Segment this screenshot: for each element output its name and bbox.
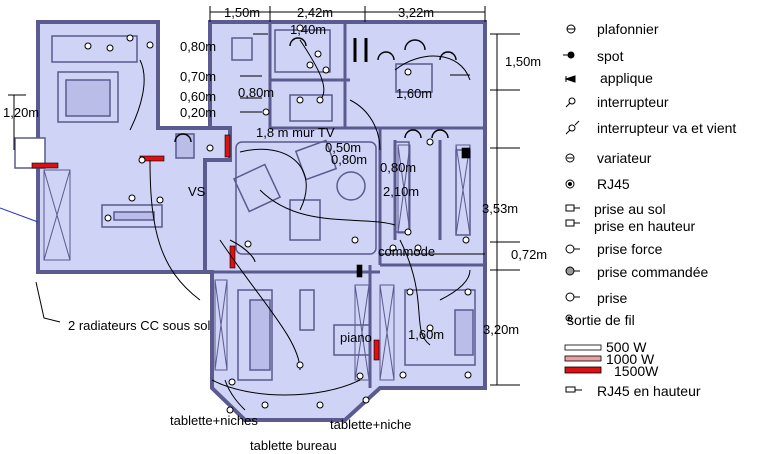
wiring [129,39,471,411]
radiator-legend [564,344,602,374]
legend-prise-force: prise force [597,241,663,257]
dim-top-2: 2,42m [297,5,333,20]
legend-prise: prise [597,290,628,306]
legend: plafonnier spot applique interrupteur in… [563,21,736,399]
label-piano: piano [340,330,372,345]
wall-light-icon [564,75,576,83]
label-tablette-niches: tablette+niches [170,413,258,428]
legend-plafonnier: plafonnier [597,21,659,37]
fixtures [84,24,472,414]
dim-inner-9: 0,80m [331,152,367,167]
dim-inner-12: 1,60m [408,327,444,342]
dimmer-icon [565,153,575,163]
dim-inner-6: 1,60m [396,86,432,101]
spot-icon [563,51,575,59]
radiator-500w-swatch [564,344,602,351]
radiator-1500w-swatch [564,366,602,374]
legend-prise-au-sol: prise au sol [594,201,666,217]
switch-icon [565,97,576,108]
power-socket-icon [565,244,580,254]
legend-interrupteur-va-et-vient: interrupteur va et vient [597,120,736,136]
ceiling-light-icon [566,24,576,34]
dim-right-2: 3,53m [482,201,518,216]
legend-spot: spot [597,48,624,64]
radiator-1000w-swatch [564,355,602,362]
label-tablette-bureau: tablette bureau [250,438,337,453]
legend-sortie-de-fil: sortie de fil [567,312,635,328]
legend-500w: 500 W [606,339,647,355]
rj45-icon [565,179,575,189]
legend-1000w: 1000 W [606,351,655,367]
cupboards [43,144,471,381]
leader-line [35,281,61,323]
legend-prise-en-hauteur: prise en hauteur [594,218,696,234]
socket-icon [565,292,580,302]
dim-inner-10: 0,80m [380,160,416,175]
radiators [31,134,471,361]
legend-interrupteur: interrupteur [597,94,669,110]
legend-1500w: 1500W [614,363,659,379]
plan-labels: VS commode piano 2 radiateurs CC sous so… [68,184,435,453]
external-line [0,207,39,223]
dimension-lines [8,6,520,386]
dimension-labels: 1,50m 2,42m 3,22m 1,40m 1,50m 3,53m 0,72… [3,5,547,342]
dim-top-small: 1,40m [290,22,326,37]
dim-inner-5: 0,80m [238,85,274,100]
dim-top-1: 1,50m [224,5,260,20]
legend-prise-commandee: prise commandée [597,264,708,280]
dim-inner-2: 0,70m [180,69,216,84]
dim-top-3: 3,22m [398,5,434,20]
dim-left-1: 1,20m [3,105,39,120]
high-socket-icon [565,219,580,227]
arc-fixtures [174,37,457,143]
dim-inner-11: 2,10m [383,184,419,199]
legend-rj45-en-hauteur: RJ45 en hauteur [597,383,701,399]
wire-outlet-icon [565,314,573,322]
dim-right-3: 0,72m [511,247,547,262]
two-way-switch-icon [565,120,580,135]
dim-inner-3: 0,60m [180,89,216,104]
dim-inner-8: 0,50m [325,140,361,155]
label-radiateurs: 2 radiateurs CC sous sol [68,318,210,333]
label-tablette-niche: tablette+niche [330,417,411,432]
floor-socket-icon [565,204,580,212]
rj45-high-icon [565,386,582,393]
switched-socket-icon [565,266,580,276]
dim-right-4: 3,20m [483,322,519,337]
legend-applique: applique [600,70,653,86]
dim-inner-4: 0,20m [180,105,216,120]
dim-right-1: 1,50m [505,54,541,69]
legend-variateur: variateur [597,150,652,166]
label-commode: commode [378,244,435,259]
door-bars [353,38,368,62]
legend-rj45: RJ45 [597,176,630,192]
dim-inner-1: 0,80m [180,39,216,54]
dim-inner-7: 1,8 m mur TV [256,125,335,140]
legend-icons [563,24,582,393]
label-vs: VS [188,184,206,199]
